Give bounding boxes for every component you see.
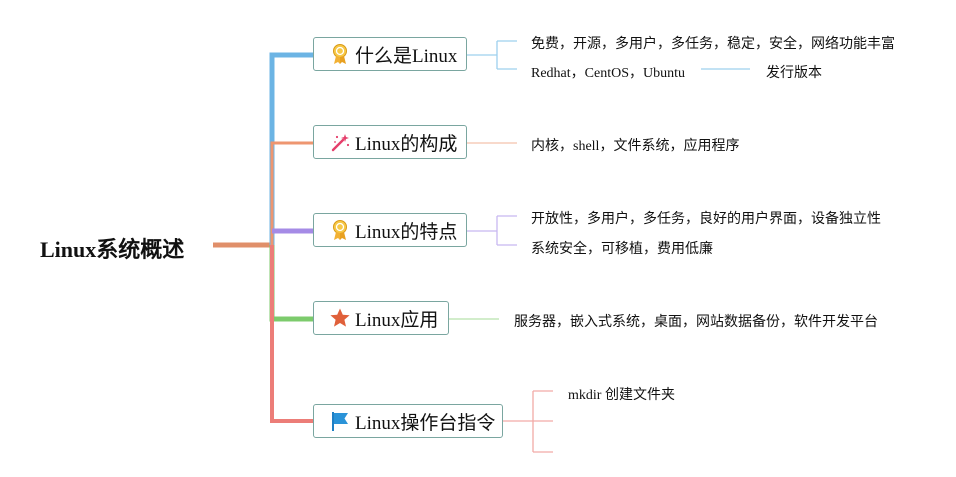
topic-what-is-linux[interactable]: 什么是Linux [313, 37, 467, 71]
ribbon-award-icon [329, 43, 351, 65]
subtopic-components[interactable]: 内核，shell，文件系统，应用程序 [531, 139, 740, 154]
topic-label: Linux的特点 [355, 221, 458, 243]
subtopic-features-2[interactable]: 系统安全，可移植，费用低廉 [531, 242, 713, 257]
ribbon-award-icon [329, 219, 351, 241]
magic-wand-icon [329, 131, 351, 153]
topic-linux-features[interactable]: Linux的特点 [313, 213, 467, 247]
subtopic-linux-traits[interactable]: 免费，开源，多用户，多任务，稳定，安全，网络功能丰富 [531, 37, 895, 52]
flag-icon [329, 410, 351, 432]
star-icon [329, 307, 351, 329]
root-topic[interactable]: Linux系统概述 [40, 237, 185, 262]
subtopic-mkdir[interactable]: mkdir 创建文件夹 [568, 388, 675, 403]
subtopic-features-1[interactable]: 开放性，多用户，多任务，良好的用户界面，设备独立性 [531, 212, 881, 227]
topic-label: Linux应用 [355, 309, 439, 331]
topic-label: Linux的构成 [355, 133, 458, 155]
topic-label: Linux操作台指令 [355, 412, 496, 434]
subtopic-distribution-version[interactable]: 发行版本 [766, 66, 822, 81]
topic-linux-applications[interactable]: Linux应用 [313, 301, 449, 335]
subtopic-distros[interactable]: Redhat，CentOS，Ubuntu [531, 66, 685, 81]
subtopic-applications[interactable]: 服务器，嵌入式系统，桌面，网站数据备份，软件开发平台 [514, 315, 878, 330]
topic-label: 什么是Linux [355, 45, 458, 67]
topic-linux-commands[interactable]: Linux操作台指令 [313, 404, 503, 438]
topic-linux-composition[interactable]: Linux的构成 [313, 125, 467, 159]
